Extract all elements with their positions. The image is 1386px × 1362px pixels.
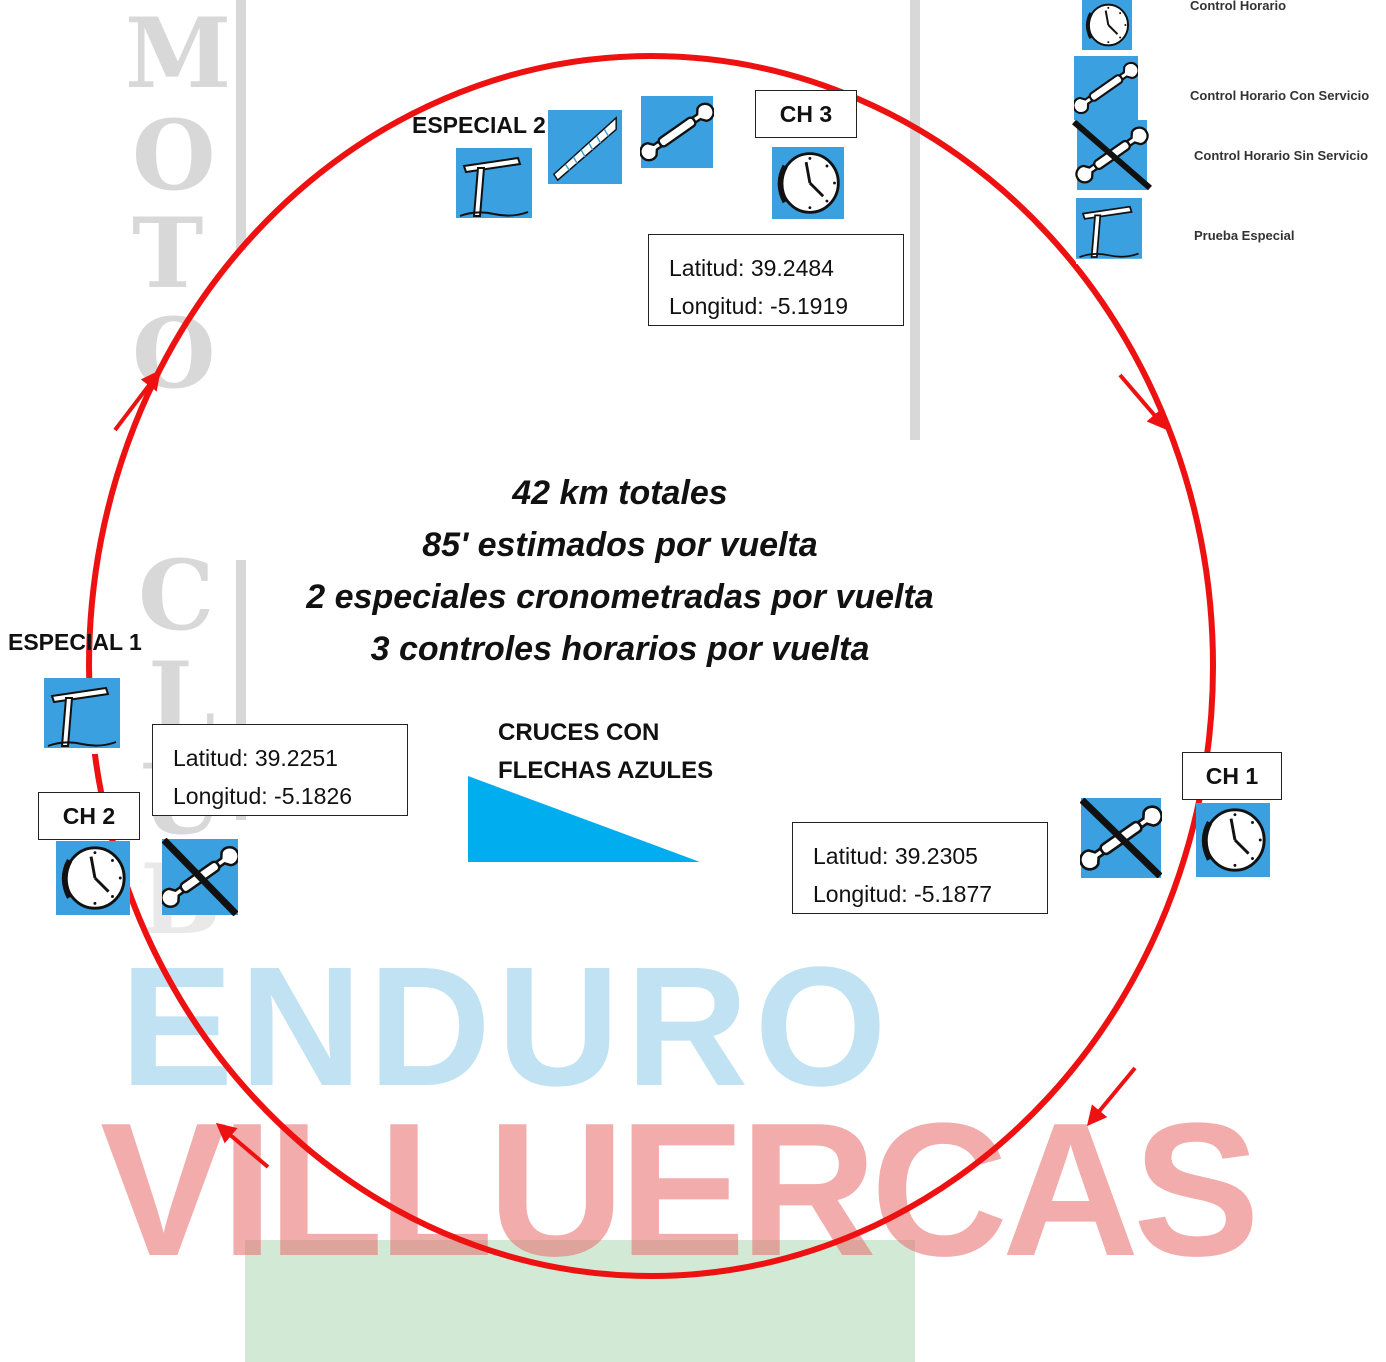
summary-line-2: 85' estimados por vuelta	[422, 526, 818, 564]
clock-icon	[1074, 0, 1140, 50]
net-icon	[548, 110, 622, 184]
latitude-text: Latitud: 39.2251	[173, 745, 338, 771]
direction-arrow	[113, 369, 161, 432]
flag-pole-icon	[1076, 198, 1142, 264]
cruces-note: CRUCES CON FLECHAS AZULES	[498, 714, 713, 790]
ch-2-coordinates: Latitud: 39.2251 Longitud: -5.1826	[152, 724, 408, 816]
crossed-wrench-icon	[162, 838, 238, 916]
direction-arrow	[215, 1122, 270, 1169]
direction-arrow	[1118, 373, 1168, 431]
longitude-text: Longitud: -5.1919	[669, 293, 849, 319]
background-divider	[236, 0, 246, 250]
latitude-text: Latitud: 39.2484	[669, 255, 834, 281]
background-letter: O	[132, 99, 216, 212]
background-letter: M	[125, 0, 232, 110]
longitude-text: Longitud: -5.1826	[173, 783, 353, 809]
clock-icon	[772, 146, 844, 220]
background-divider	[236, 560, 246, 820]
legend-label-con-servicio: Control Horario Con Servicio	[1190, 88, 1370, 103]
crossed-wrench-icon	[1072, 120, 1152, 190]
latitude-text: Latitud: 39.2305	[813, 843, 978, 869]
route-circle	[86, 53, 1216, 1279]
background-letter: C	[138, 539, 215, 652]
legend-label-sin-servicio: Control Horario Sin Servicio	[1194, 148, 1369, 163]
direction-arrow	[1086, 1066, 1137, 1127]
summary-line-4: 3 controles horarios por vuelta	[370, 630, 870, 668]
flag-pole-icon	[44, 678, 120, 754]
logo-word-villuercas: VILLUERCAS	[100, 1084, 1254, 1296]
especial-1-label: ESPECIAL 1	[8, 629, 142, 655]
clock-icon	[56, 840, 130, 916]
background-letter: T	[132, 197, 204, 310]
wrench-icon	[1074, 56, 1138, 120]
wrench-icon	[640, 96, 714, 168]
blue-arrow-triangle-icon	[468, 776, 700, 862]
longitude-text: Longitud: -5.1877	[813, 881, 993, 907]
summary-line-1: 42 km totales	[512, 474, 728, 512]
summary-line-3: 2 especiales cronometradas por vuelta	[306, 578, 934, 616]
ch-3-coordinates: Latitud: 39.2484 Longitud: -5.1919	[648, 234, 904, 326]
ch-1-coordinates: Latitud: 39.2305 Longitud: -5.1877	[792, 822, 1048, 914]
flag-pole-icon	[456, 148, 532, 224]
cruces-line-1: CRUCES CON	[498, 719, 660, 746]
legend-label-prueba-especial: Prueba Especial	[1194, 228, 1295, 243]
ch-2-label: CH 2	[38, 792, 140, 840]
ch-1-label: CH 1	[1182, 752, 1282, 800]
background-divider	[910, 0, 920, 440]
cruces-line-2: FLECHAS AZULES	[498, 757, 714, 784]
crossed-wrench-icon	[1080, 798, 1162, 878]
legend-label-control-horario: Control Horario	[1190, 0, 1287, 13]
clock-icon	[1196, 802, 1270, 878]
especial-2-label: ESPECIAL 2	[412, 112, 546, 138]
ch-3-label: CH 3	[755, 90, 857, 138]
